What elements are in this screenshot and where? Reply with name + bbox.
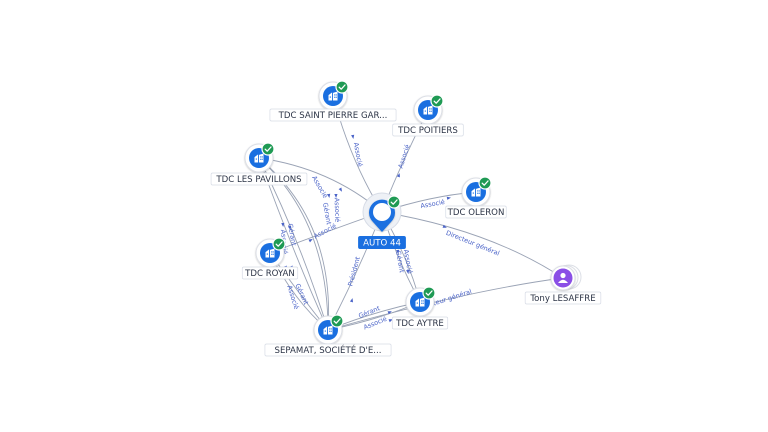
node-label-box xyxy=(210,172,308,186)
verified-check-icon xyxy=(335,80,349,94)
edge-label: Gérant xyxy=(394,250,406,274)
building-icon xyxy=(265,248,275,258)
node-label: Tony LESAFFRE xyxy=(529,294,595,304)
node-tdc-aytre[interactable]: TDC AYTRE xyxy=(391,286,449,330)
edge-arrow xyxy=(308,239,313,243)
edge-arrow xyxy=(388,319,393,323)
edge-arrow xyxy=(351,134,355,139)
edge-arrow xyxy=(396,173,400,178)
node-label-box xyxy=(269,108,397,122)
edge-arrow xyxy=(288,225,292,230)
verified-check-icon xyxy=(261,142,275,156)
edge-arrow xyxy=(387,311,392,315)
edge-arrow xyxy=(281,222,285,227)
edge-line xyxy=(327,277,564,331)
edge-label: Président xyxy=(346,255,362,287)
node-tdc-oleron[interactable]: TDC OLERON xyxy=(445,176,507,219)
nodes-layer: AUTO 44 TDC SAINT PIERRE GAR... TDC POITIE… xyxy=(210,80,602,357)
focus-label-pill xyxy=(358,236,406,249)
node-label: AUTO 44 xyxy=(363,239,401,249)
node-label: TDC AYTRE xyxy=(395,319,444,329)
node-sepamat[interactable]: SEPAMAT, SOCIÉTÉ D'E... xyxy=(264,314,392,357)
edge-label: Gérant xyxy=(286,223,298,247)
node-label-box xyxy=(391,316,449,330)
verified-check-icon xyxy=(422,286,436,300)
edge-arrow xyxy=(327,193,331,198)
node-label: TDC POITIERS xyxy=(397,126,458,136)
edge-label: Gérant xyxy=(321,202,333,226)
edge-line xyxy=(381,211,564,279)
node-tdc-poitiers[interactable]: TDC POITIERS xyxy=(392,94,464,137)
edge-arrow xyxy=(334,193,338,198)
building-icon xyxy=(254,153,264,163)
building-icon xyxy=(471,187,481,197)
building-icon xyxy=(415,297,425,307)
node-tdc-saint-pierre[interactable]: TDC SAINT PIERRE GAR... xyxy=(269,80,397,122)
node-label-box xyxy=(241,266,299,280)
node-tony[interactable]: Tony LESAFFRE xyxy=(524,264,602,305)
node-label: TDC SAINT PIERRE GAR... xyxy=(278,111,388,121)
edge-label: Directeur général xyxy=(445,229,501,258)
edge-arrow xyxy=(442,224,447,228)
verified-check-icon xyxy=(478,176,492,190)
edge-arrow xyxy=(396,249,400,254)
node-label: SEPAMAT, SOCIÉTÉ D'E... xyxy=(275,344,382,356)
verified-check-icon xyxy=(330,314,344,328)
building-icon xyxy=(377,207,387,217)
node-label-box xyxy=(445,205,507,219)
verified-check-icon xyxy=(387,195,401,209)
edge-arrow xyxy=(406,269,410,274)
node-label: TDC OLERON xyxy=(447,208,505,218)
edge-arrow xyxy=(338,187,342,192)
edge-label: Associé xyxy=(420,198,446,210)
edge-label: Associé xyxy=(333,198,342,223)
edge-label: Associé xyxy=(396,143,411,169)
node-tdc-royan[interactable]: TDC ROYAN xyxy=(241,237,299,280)
edge-arrow xyxy=(349,298,354,303)
node-auto44[interactable]: AUTO 44 xyxy=(358,192,406,249)
building-icon xyxy=(323,325,333,335)
verified-check-icon xyxy=(430,94,444,108)
verified-check-icon xyxy=(272,237,286,251)
node-label: TDC LES PAVILLONS xyxy=(215,175,301,185)
person-icon xyxy=(558,272,568,283)
node-label-box xyxy=(264,343,392,357)
node-tdc-les-pavillons[interactable]: TDC LES PAVILLONS xyxy=(210,142,308,186)
node-label-box xyxy=(392,123,464,137)
edge-label: Associé xyxy=(310,174,329,199)
edge-label: Associé xyxy=(352,142,364,168)
node-label: TDC ROYAN xyxy=(244,269,295,279)
edge-arrow xyxy=(446,196,451,200)
node-label-box xyxy=(524,291,602,305)
